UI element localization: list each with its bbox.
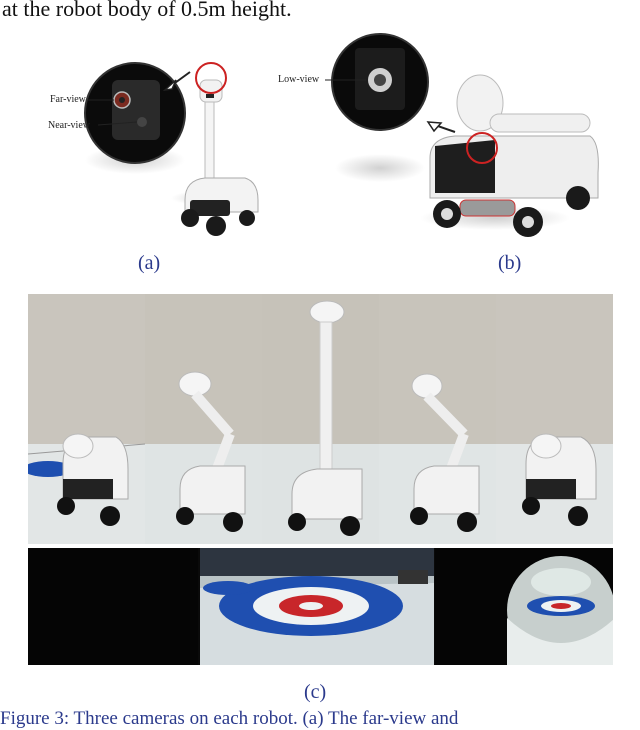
panel-b-label: (b): [498, 252, 522, 274]
sequence-frame-5: [496, 294, 613, 544]
far-view-callout: Far-view: [50, 94, 86, 105]
near-view-callout: Near-view: [48, 120, 90, 131]
sequence-frame-3: [262, 294, 379, 544]
sequence-frame-4: [379, 294, 496, 544]
camera-views-strip: [28, 548, 613, 665]
low-view-callout: Low-view: [278, 74, 320, 85]
intro-text: at the robot body of 0.5m height.: [2, 0, 292, 21]
sequence-frame-2: [145, 294, 262, 544]
panel-b-image: [320, 28, 620, 250]
panel-a-image: [40, 40, 280, 250]
panel-c-sequence: [28, 294, 613, 544]
figure-caption: Figure 3: Three cameras on each robot. (…: [0, 708, 459, 729]
sequence-frame-1: [28, 294, 145, 544]
panel-c-label: (c): [304, 681, 327, 703]
panel-a-label: (a): [138, 252, 161, 274]
